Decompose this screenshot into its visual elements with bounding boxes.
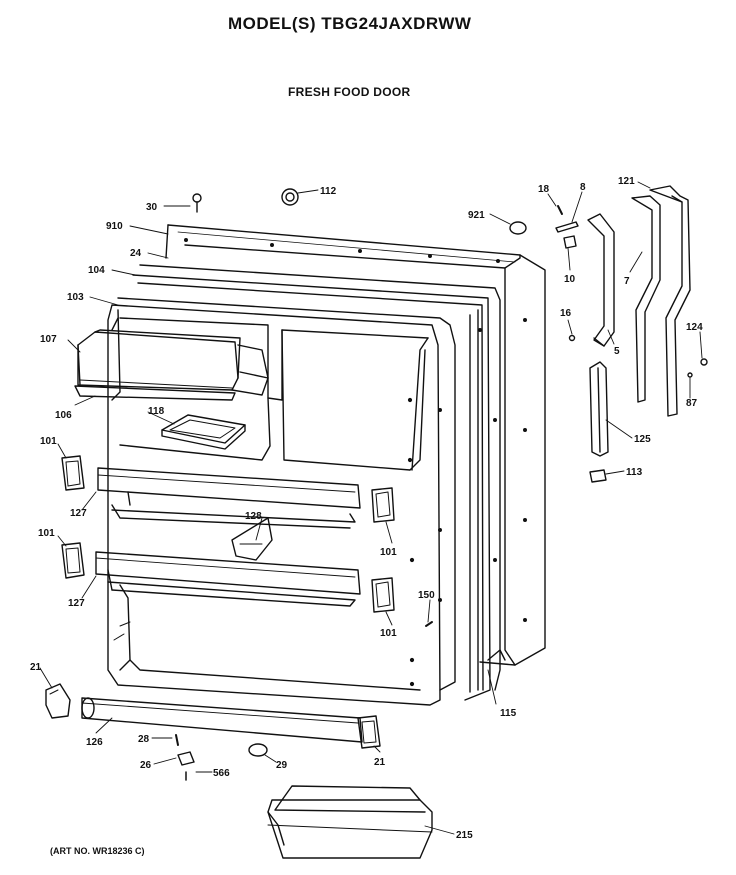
model-title: MODEL(S) TBG24JAXDRWW [228,14,472,33]
callout: 29 [276,760,288,771]
callout: 121 [618,176,635,187]
inner-door-liner [107,297,498,706]
bottom-bin-bar [81,697,363,743]
callout: 101 [38,528,55,539]
bin-endcaps [45,683,381,749]
callout: 150 [418,590,435,601]
callout: 112 [320,186,337,197]
callout: 128 [245,511,262,522]
callout: 106 [55,410,72,421]
callout: 21 [30,662,42,673]
callout: 101 [40,436,57,447]
callout: 118 [148,406,165,417]
callout: 115 [500,708,517,719]
callout: 7 [624,276,630,287]
callout: 127 [70,508,87,519]
art-number: (ART NO. WR18236 C) [50,846,145,856]
callout: 113 [626,467,643,478]
callout: 26 [140,760,152,771]
shelf-bar-upper [97,467,361,529]
leader-lines [39,181,703,835]
shelf-bar-lower [95,551,361,607]
callout: 910 [106,221,123,232]
callout: 125 [634,434,651,445]
callout: 5 [614,346,620,357]
callout: 21 [374,757,386,768]
callout: 104 [88,265,105,276]
callout: 124 [686,322,703,333]
callout: 10 [564,274,576,285]
outer-door-shape [165,224,546,666]
callout-labels: 30 112 910 24 104 103 107 106 118 101 12… [30,176,703,841]
callout: 28 [138,734,150,745]
dairy-compartment [74,329,269,401]
hinge-parts [587,185,691,457]
callout: 215 [456,830,473,841]
shelf-endcaps [61,455,395,613]
callout: 101 [380,628,397,639]
callout: 127 [68,598,85,609]
section-title: FRESH FOOD DOOR [288,85,411,99]
trim-piece [231,517,273,561]
callout: 87 [686,398,698,409]
callout: 921 [468,210,485,221]
callout: 16 [560,308,572,319]
callout: 101 [380,547,397,558]
callout: 126 [86,737,103,748]
door-bin [267,785,433,859]
callout: 18 [538,184,550,195]
callout: 103 [67,292,84,303]
callout: 8 [580,182,586,193]
callout: 24 [130,248,142,259]
butter-dish [161,414,246,450]
door-gasket-frames [132,264,506,701]
callout: 107 [40,334,57,345]
small-parts [175,188,708,781]
callout: 30 [146,202,158,213]
callout: 566 [213,768,230,779]
